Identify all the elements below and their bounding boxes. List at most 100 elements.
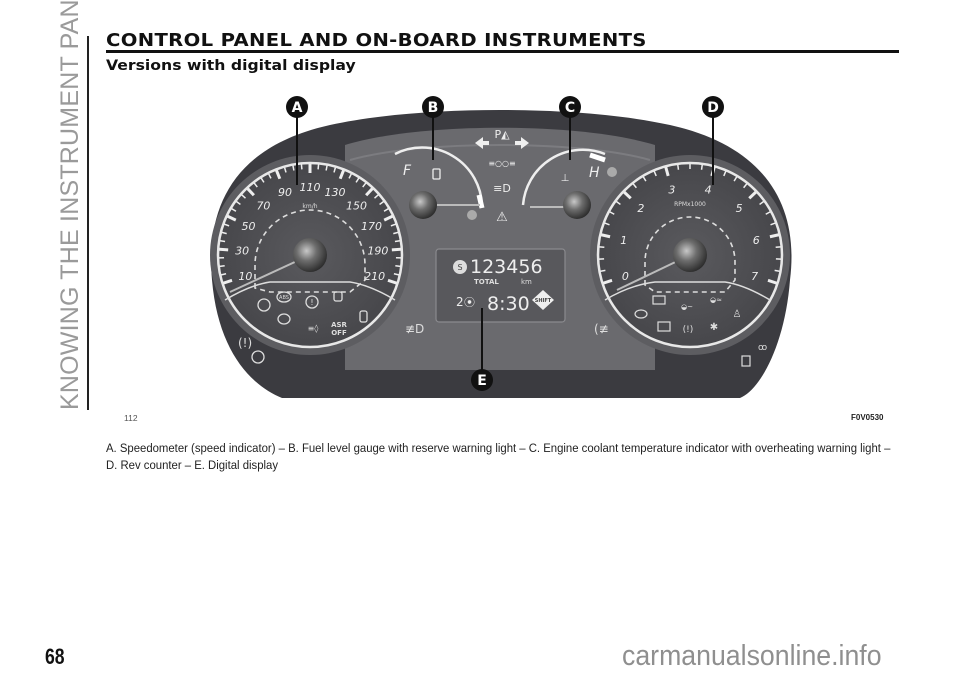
speed-label: 210	[364, 270, 385, 283]
rpm-tick	[642, 176, 647, 182]
callout-e: E	[471, 369, 493, 391]
speed-tick	[325, 165, 328, 171]
watermark: carmanualsonline.info	[622, 640, 882, 672]
park-assist-icon: P◭	[494, 128, 510, 141]
overheat-light	[607, 167, 617, 177]
speed-tick	[383, 208, 389, 212]
rpm-tick	[609, 211, 615, 215]
figure-caption: A. Speedometer (speed indicator) – B. Fu…	[106, 441, 891, 472]
engine-icon	[634, 309, 648, 319]
section-divider	[87, 36, 89, 410]
airbag-disabled-icon	[277, 313, 291, 325]
speed-tick	[275, 169, 282, 180]
headlight-level: 2	[456, 295, 464, 309]
rpm-label: 7	[751, 270, 758, 283]
turn-right-icon	[515, 137, 529, 149]
odometer-value: 123456	[470, 256, 543, 278]
speed-tick	[379, 200, 385, 206]
asr-off-icon: ASR	[331, 321, 347, 329]
speed-label: 50	[241, 220, 255, 233]
eco-icon: ≡◊	[308, 324, 319, 333]
rpm-label: 2	[637, 202, 644, 215]
rpm-tick	[770, 222, 776, 226]
side-lights-icon: ≡○○≡	[488, 159, 515, 168]
speed-tick	[219, 265, 225, 268]
rpm-tick	[743, 183, 748, 189]
svg-text:SHIFT: SHIFT	[535, 298, 552, 304]
oil-level-icon: ◒≈	[710, 296, 722, 304]
rpm-label: 6	[753, 234, 760, 247]
shift-indicator	[532, 290, 554, 310]
speed-tick	[222, 278, 233, 285]
callout-b: B	[422, 96, 444, 118]
rpm-tick	[733, 176, 738, 182]
svg-text:OFF: OFF	[331, 329, 347, 337]
front-fog-icon: ≢D	[405, 322, 424, 336]
figure-code: F0V0530	[851, 413, 884, 422]
speed-tick	[220, 240, 226, 243]
rpm-tick	[602, 278, 613, 285]
speed-label: 170	[361, 220, 382, 233]
rpm-tick	[623, 191, 632, 200]
battery-icon	[652, 295, 666, 305]
speed-tick	[338, 169, 345, 180]
svg-text:!: !	[310, 298, 313, 307]
speed-tick	[374, 194, 379, 199]
rpm-label: 1	[620, 234, 627, 247]
seatbelt-icon: ♙	[733, 309, 742, 320]
speed-tick	[394, 240, 400, 243]
brake-pad-icon	[305, 295, 319, 309]
rpm-tick	[615, 200, 621, 206]
turn-left-icon	[475, 137, 489, 149]
speed-tick	[362, 182, 367, 188]
speed-tick	[246, 187, 255, 197]
airbag-icon: ✱	[710, 322, 718, 333]
rpm-tick	[664, 166, 670, 177]
speed-tick	[355, 177, 360, 183]
odometer-label: TOTAL	[474, 278, 499, 286]
rpm-label: 3	[668, 183, 675, 196]
rpm-tick	[723, 171, 727, 177]
speed-label: 70	[256, 199, 270, 212]
speed-tick	[221, 273, 227, 276]
speed-tick	[391, 247, 401, 252]
rpm-tick	[600, 269, 606, 272]
section-title-vertical: KNOWING THE INSTRUMENT PANEL	[56, 0, 84, 410]
svg-text:ABS: ABS	[279, 295, 289, 301]
oil-pressure-icon: ◒~	[681, 303, 693, 311]
rpm-tick	[748, 191, 757, 200]
svg-text:C: C	[565, 100, 575, 116]
svg-text:A: A	[292, 100, 303, 116]
speed-tick	[268, 173, 272, 179]
callout-d: D	[702, 96, 724, 118]
rpm-hub	[673, 238, 707, 272]
callout-a: A	[286, 96, 308, 118]
figure-number: 112	[124, 413, 138, 423]
rpm-tick	[632, 183, 637, 189]
speed-tick	[283, 167, 287, 173]
speed-tick	[393, 231, 399, 235]
speed-unit: km/h	[302, 203, 317, 210]
speed-label: 150	[346, 199, 367, 212]
speed-tick	[390, 223, 396, 227]
rpm-tick	[769, 233, 780, 239]
clock: 8:30	[487, 293, 530, 315]
service-icon	[453, 260, 467, 274]
speed-label: 190	[367, 245, 388, 258]
speed-tick	[231, 208, 237, 212]
digital-display: S 123456 TOTAL km 2 ⦿ 8:30 SHIFT	[435, 248, 566, 323]
rpm-tick	[767, 278, 778, 285]
speed-label: 10	[238, 270, 252, 283]
speed-tick	[224, 223, 230, 227]
svg-text:D: D	[707, 100, 719, 116]
speed-label: 30	[235, 245, 249, 258]
speed-tick	[348, 173, 352, 179]
speed-tick	[235, 200, 241, 206]
fuel-reserve-light	[467, 210, 477, 220]
glow-plug-icon: ꝏ	[758, 343, 767, 353]
odometer-unit: km	[521, 278, 532, 286]
speed-tick	[383, 214, 393, 222]
rpm-tick	[604, 222, 610, 226]
